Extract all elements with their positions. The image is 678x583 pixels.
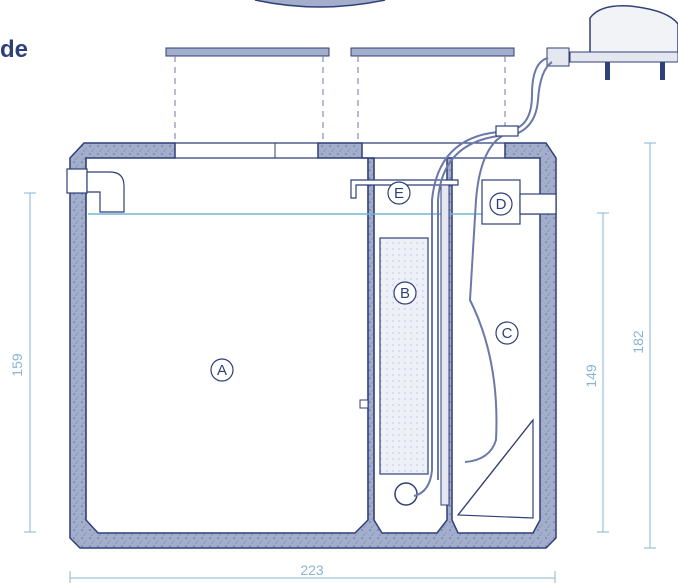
air-pump-device — [546, 5, 678, 80]
partial-heading: de — [0, 36, 29, 63]
inlet-pipe — [66, 168, 125, 213]
hose-connector — [495, 125, 519, 137]
dimension-lines — [24, 142, 656, 583]
lid-guide-lines — [174, 56, 506, 145]
lid-right — [350, 47, 515, 57]
dome-fragment — [254, 0, 386, 8]
label-item-e: E — [394, 185, 404, 202]
overflow-pipe-e — [350, 179, 459, 506]
internal-hoses — [413, 131, 503, 497]
diffuser-ring — [394, 482, 418, 506]
divider-opening — [359, 399, 369, 409]
dimension-right-inner-height: 149 — [583, 364, 599, 388]
outlet-pipe — [519, 193, 557, 215]
dimension-outer-height: 182 — [630, 330, 646, 354]
tank-outer-wall — [69, 142, 557, 549]
air-hoses — [511, 57, 553, 135]
label-item-d: D — [496, 196, 507, 213]
dimension-total-width: 223 — [300, 562, 324, 578]
dimension-inner-height: 159 — [9, 353, 25, 377]
lid-left — [165, 47, 330, 57]
filter-b — [379, 237, 429, 475]
label-chamber-c: C — [502, 325, 513, 342]
label-chamber-a: A — [217, 362, 227, 379]
label-chamber-b: B — [400, 285, 410, 302]
